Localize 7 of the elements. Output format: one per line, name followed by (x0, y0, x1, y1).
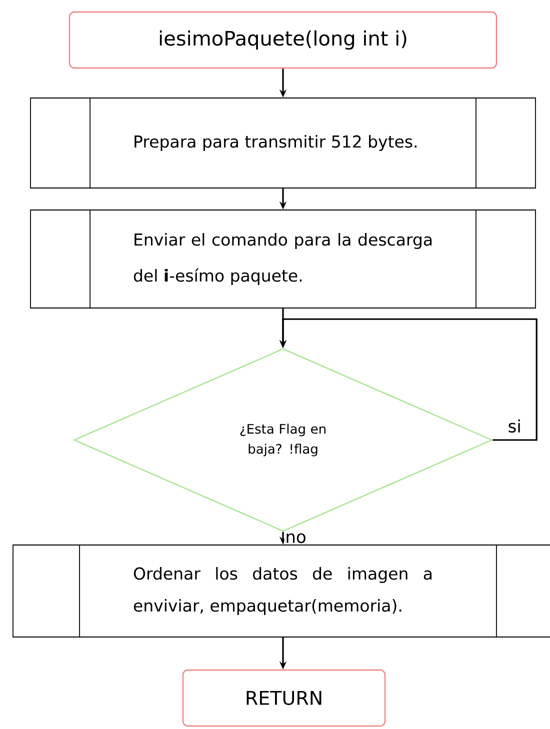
process-box: Prepara para transmitir 512 bytes. (30, 97, 536, 189)
terminal-box: iesimoPaquete(long int i) (68, 11, 498, 69)
edge-label: no (284, 532, 308, 544)
terminal-box: RETURN (182, 669, 386, 727)
process-box: Enviar el comando para la descarga del i-esímo paquete. (30, 209, 536, 309)
process-box: Ordenar los datos de imagen a enviviar, empaquetar(memoria). (12, 544, 550, 638)
edge-label: si (506, 418, 522, 434)
